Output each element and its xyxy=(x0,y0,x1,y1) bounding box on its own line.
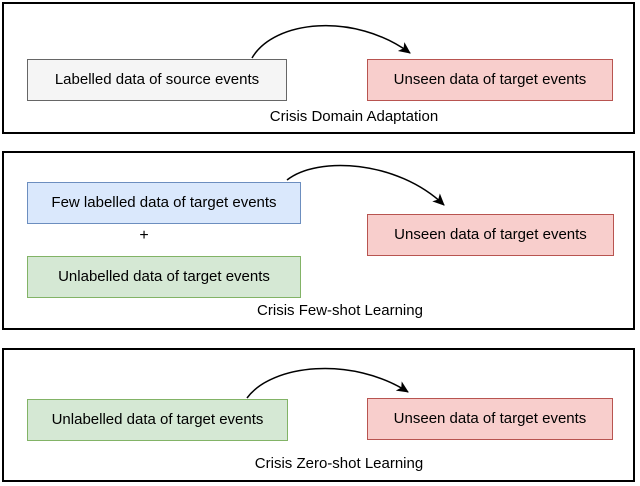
box-label: Unlabelled data of target events xyxy=(58,267,270,285)
box-label: Unseen data of target events xyxy=(393,409,587,427)
unseen-target-data-box: Unseen data of target events xyxy=(367,398,613,440)
panel-crisis-zero-shot-learning: Unlabelled data of target events Unseen … xyxy=(2,348,635,482)
unseen-target-data-box: Unseen data of target events xyxy=(367,59,613,101)
box-label: Few labelled data of target events xyxy=(51,193,277,211)
box-label: Unlabelled data of target events xyxy=(51,410,264,428)
curved-arrow-few-labelled-to-unseen xyxy=(286,164,445,206)
plus-sign: + xyxy=(139,227,149,244)
unlabelled-target-data-box: Unlabelled data of target events xyxy=(27,256,301,298)
box-label: Unseen data of target events xyxy=(394,225,587,243)
few-labelled-target-data-box: Few labelled data of target events xyxy=(27,182,301,224)
panel-caption: Crisis Zero-shot Learning xyxy=(254,455,424,472)
labelled-source-data-box: Labelled data of source events xyxy=(27,59,287,101)
curved-arrow-source-to-unseen xyxy=(251,25,411,59)
panel-crisis-few-shot-learning: Few labelled data of target events + Unl… xyxy=(2,151,635,330)
box-label: Labelled data of source events xyxy=(54,70,260,88)
box-label: Unseen data of target events xyxy=(393,70,587,88)
unlabelled-target-data-box: Unlabelled data of target events xyxy=(27,399,288,441)
curved-arrow-unlabelled-to-unseen xyxy=(246,367,409,399)
panel-crisis-domain-adaptation: Labelled data of source events Unseen da… xyxy=(2,2,635,134)
unseen-target-data-box: Unseen data of target events xyxy=(367,214,614,256)
panel-caption: Crisis Domain Adaptation xyxy=(269,108,439,125)
panel-caption: Crisis Few-shot Learning xyxy=(257,302,423,319)
